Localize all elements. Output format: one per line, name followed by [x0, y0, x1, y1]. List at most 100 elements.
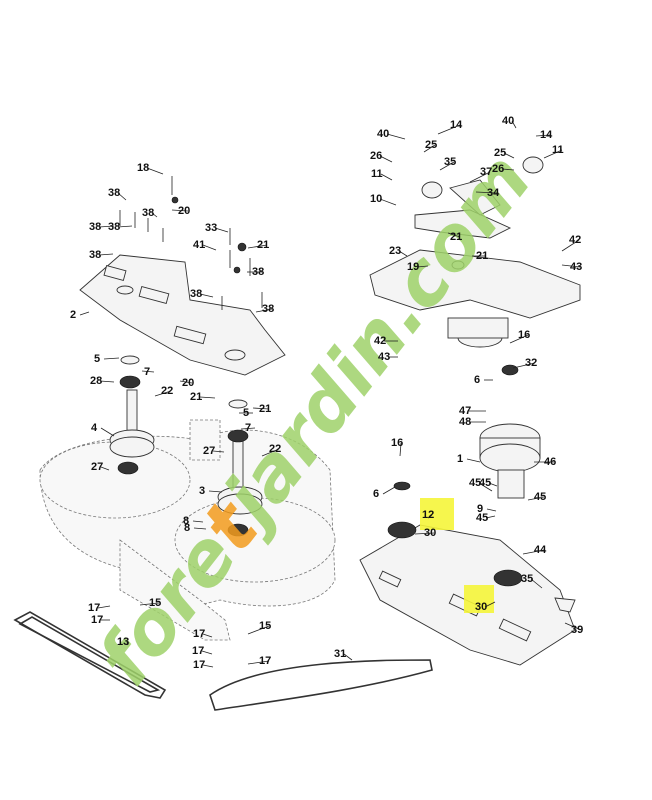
part-number-label: 44: [534, 544, 547, 556]
leader-line: [151, 212, 158, 218]
leader-line: [398, 250, 408, 257]
leader-line: [117, 192, 127, 201]
lower-right-plate: [359, 481, 576, 666]
part-number-label: 6: [474, 374, 480, 386]
spindle-left: [109, 355, 155, 475]
leader-line: [501, 168, 515, 171]
part-number-label: 17: [91, 614, 103, 626]
leader-line: [439, 161, 455, 171]
highlight-box-30: [464, 585, 494, 613]
part-number-label: 38: [252, 266, 264, 278]
part-number-label: 14: [540, 129, 553, 141]
part-number-label: 1: [457, 453, 463, 465]
leader-line: [466, 458, 481, 463]
part-number-label: 26: [492, 163, 504, 175]
part-number-label: 21: [257, 239, 269, 251]
leader-line: [485, 515, 496, 519]
leader-line: [255, 308, 273, 313]
leader-line: [171, 209, 189, 212]
leader-line: [247, 660, 270, 665]
part-number-label: 45: [469, 477, 481, 489]
part-number-label: 21: [190, 391, 202, 403]
part-number-label: 21: [259, 403, 271, 415]
leader-line: [564, 622, 582, 631]
leader-line: [484, 601, 496, 608]
part-number-label: 27: [91, 461, 103, 473]
leader-line: [475, 191, 498, 194]
part-number-label: 17: [192, 645, 204, 657]
part-number-label: 16: [391, 437, 403, 449]
leader-line: [208, 490, 223, 493]
part-number-label: 22: [269, 443, 281, 455]
leader-line: [199, 396, 216, 399]
leader-line: [543, 149, 563, 159]
leader-line: [561, 264, 581, 268]
part-number-label: 37: [480, 166, 492, 178]
leader-line: [535, 134, 551, 137]
part-number-label: 30: [424, 527, 436, 539]
leader-line: [98, 225, 115, 228]
part-number-label: 43: [378, 351, 390, 363]
leader-line: [512, 362, 536, 369]
leader-line: [97, 605, 111, 609]
leader-line: [252, 407, 270, 410]
leader-line: [427, 514, 433, 519]
part-number-label: 27: [203, 445, 215, 457]
leader-line: [202, 633, 213, 638]
upper-right-plate: [369, 249, 581, 348]
part-number-label: 46: [544, 456, 556, 468]
part-number-label: 40: [377, 128, 389, 140]
part-number-label: 38: [190, 288, 202, 300]
part-number-label: 40: [502, 115, 514, 127]
part-number-label: 26: [370, 150, 382, 162]
leader-line: [212, 450, 225, 453]
leader-line: [447, 232, 461, 238]
highlight-box-12: [420, 498, 454, 530]
part-number-label: 7: [144, 366, 150, 378]
leader-line: [379, 155, 393, 163]
part-number-label: 21: [450, 231, 462, 243]
part-number-label: 45: [534, 491, 546, 503]
part-number-label: 43: [570, 261, 582, 273]
part-number-label: 16: [518, 329, 530, 341]
part-number-label: 45: [479, 477, 491, 489]
leader-line: [486, 508, 497, 512]
part-number-label: 9: [477, 503, 483, 515]
part-number-label: 35: [521, 573, 533, 585]
part-number-label: 28: [90, 375, 102, 387]
leader-line: [240, 427, 256, 430]
part-number-label: 23: [389, 245, 401, 257]
tensioner-arm: [414, 156, 544, 270]
part-number-label: 5: [94, 353, 100, 365]
leader-line: [509, 334, 529, 344]
mower-deck: [39, 419, 336, 641]
part-number-label: 38: [89, 221, 101, 233]
leader-line: [193, 527, 207, 530]
part-number-label: 25: [494, 147, 506, 159]
part-number-label: 6: [373, 488, 379, 500]
part-number-label: 41: [193, 239, 205, 251]
part-number-label: 48: [459, 416, 471, 428]
leader-line: [247, 244, 268, 249]
leader-line: [79, 311, 90, 316]
leader-line: [247, 625, 270, 635]
part-number-label: 19: [407, 261, 419, 273]
part-number-label: 3: [199, 485, 205, 497]
leader-line: [199, 293, 214, 298]
part-number-label: 20: [178, 205, 190, 217]
part-number-label: 7: [245, 422, 251, 434]
part-number-label: 20: [182, 377, 194, 389]
leader-line: [154, 390, 172, 397]
leader-line: [126, 641, 129, 646]
leader-line: [469, 171, 491, 183]
part-number-label: 30: [475, 601, 487, 613]
part-number-label: 15: [259, 620, 271, 632]
leader-line: [261, 448, 280, 457]
leader-line: [141, 370, 155, 373]
part-number-label: 42: [569, 234, 581, 246]
leader-line: [139, 602, 160, 606]
leader-line: [511, 120, 517, 129]
part-number-label: 17: [193, 659, 205, 671]
